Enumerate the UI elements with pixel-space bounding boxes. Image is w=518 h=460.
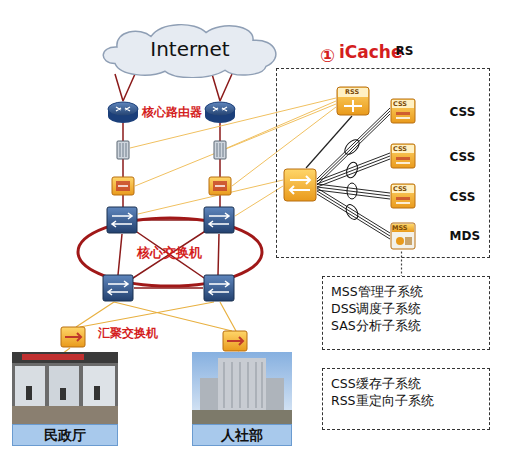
device-tag: CSS [393,185,407,193]
device-tag: CSS [393,100,407,108]
node-text: 人社部 [193,425,291,445]
node-text: CSS缓存子系统 [331,375,481,392]
subsystem-box: CSS缓存子系统RSS重定向子系统 [322,368,490,430]
device-tag: MSS [392,224,408,232]
device-tag: CSS [393,145,407,153]
switch-label: 核心交换机 [137,244,202,262]
dashed-group: iCacheRSCSSCSSCSSMDS [276,68,490,258]
switch-label: 汇聚交换机 [98,325,158,342]
node-text: DSS调度子系统 [331,300,481,317]
node-text: RS [396,44,414,58]
server-node: RS [334,71,374,85]
node-text: MDS [450,222,462,250]
node-text: CSS [450,98,462,126]
subsystem-box: MSS管理子系统DSS调度子系统SAS分析子系统 [322,276,490,350]
cloud-shape: Internet [95,20,285,78]
node-text: RSS重定向子系统 [331,392,481,409]
node-text: 民政厅 [13,425,117,445]
callout-number: ① [320,46,335,66]
node-text: Internet [95,20,285,78]
node-text: iCache [339,42,402,62]
node-text: CSS [450,183,462,211]
router-label: 核心路由器 [142,104,202,121]
site-label: 民政厅 [12,424,118,446]
node-text: SAS分析子系统 [331,317,481,334]
node-text: CSS [450,143,462,171]
device-tag: RSS [345,88,359,96]
node-text: MSS管理子系统 [331,283,481,300]
dotted-connector [401,252,402,277]
site-label: 人社部 [192,424,292,446]
